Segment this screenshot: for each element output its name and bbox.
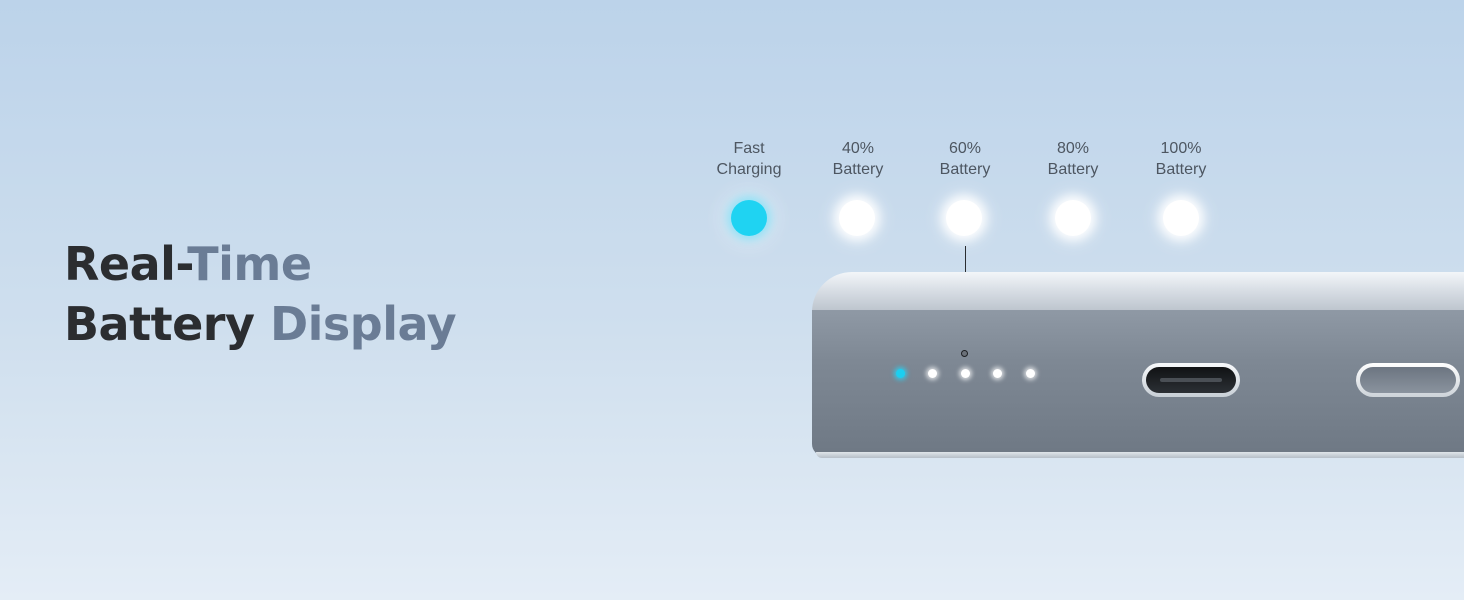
callout-dot: [961, 350, 968, 357]
indicator-label-line2: Battery: [939, 161, 991, 178]
indicator-label-line1: 60%: [948, 140, 982, 157]
usb-c-port-icon: [1142, 363, 1240, 397]
indicator-label-100: 100% Battery: [1126, 138, 1236, 180]
indicator-label-40: 40% Battery: [803, 138, 913, 180]
indicator-label-line1: 40%: [841, 140, 875, 157]
indicator-label-line1: Fast: [733, 140, 765, 157]
battery-40-light-icon: [839, 200, 875, 236]
headline-time: Time: [187, 237, 312, 291]
power-bank-illustration: [812, 272, 1464, 462]
indicator-label-line2: Battery: [832, 161, 884, 178]
fast-charging-light-icon: [731, 200, 767, 236]
headline-real: Real-: [64, 237, 188, 291]
battery-80-light-icon: [1055, 200, 1091, 236]
led-80-icon: [993, 369, 1002, 378]
indicator-label-line2: Charging: [716, 161, 782, 178]
battery-100-light-icon: [1163, 200, 1199, 236]
indicator-label-60: 60% Battery: [910, 138, 1020, 180]
indicator-legend: Fast Charging 40% Battery 60% Battery 80…: [0, 138, 1464, 188]
indicator-label-line1: 100%: [1160, 140, 1202, 157]
indicator-label-line2: Battery: [1047, 161, 1099, 178]
power-bank-top-edge: [812, 272, 1464, 314]
led-60-icon: [961, 369, 970, 378]
headline-battery: Battery: [64, 297, 255, 351]
headline-display: Display: [269, 297, 457, 351]
power-button-icon: [1356, 363, 1460, 397]
battery-60-light-icon: [946, 200, 982, 236]
indicator-label-line2: Battery: [1155, 161, 1207, 178]
power-bank-bottom-edge: [816, 452, 1464, 458]
indicator-label-fast-charging: Fast Charging: [694, 138, 804, 180]
power-bank-side-panel: [812, 310, 1464, 456]
led-fast-charging-icon: [896, 369, 905, 378]
indicator-label-80: 80% Battery: [1018, 138, 1128, 180]
headline: Real-Time Battery Display: [64, 234, 457, 354]
led-40-icon: [928, 369, 937, 378]
led-100-icon: [1026, 369, 1035, 378]
indicator-label-line1: 80%: [1056, 140, 1090, 157]
